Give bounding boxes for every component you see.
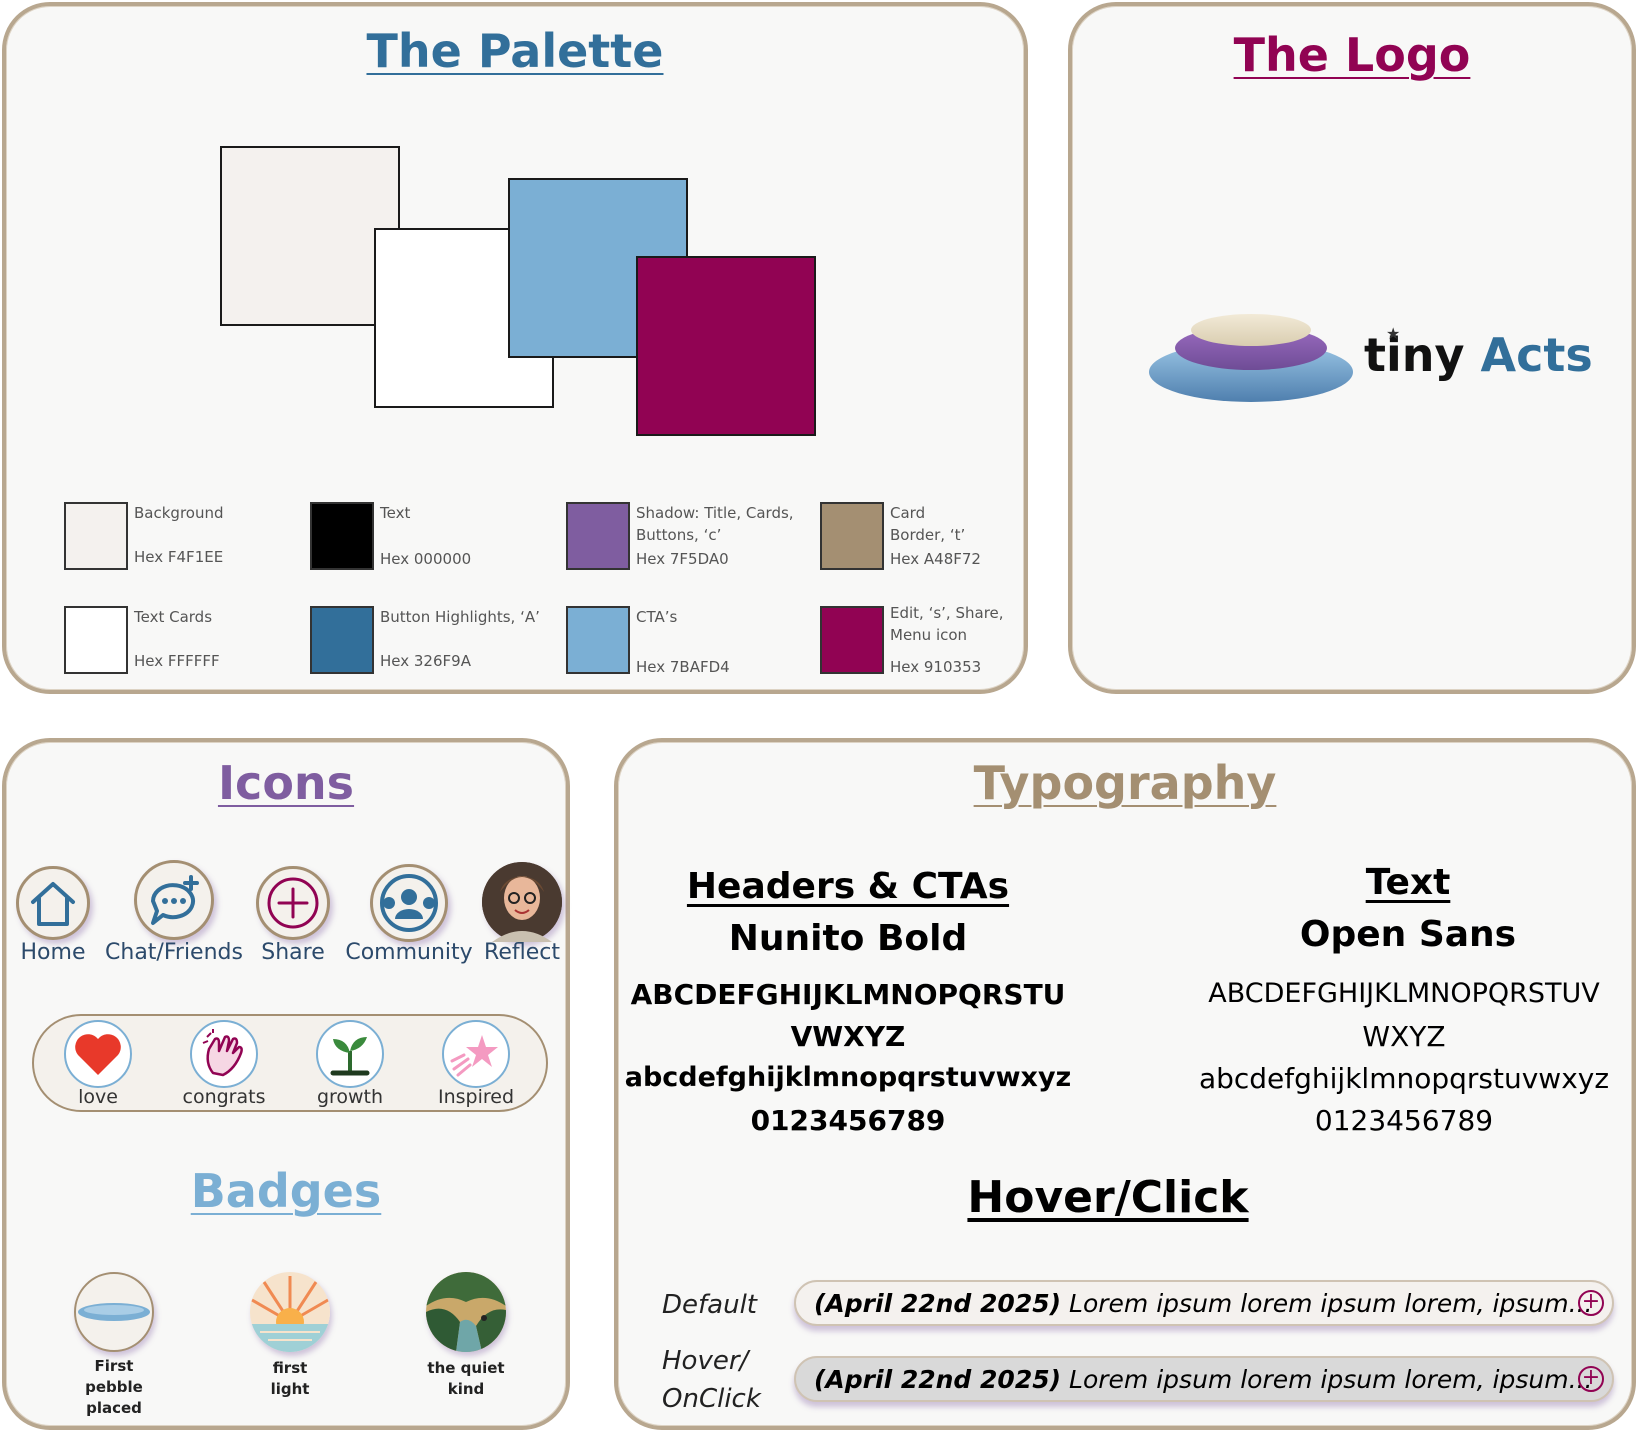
badge-label-first-light-line2: light: [270, 1380, 310, 1398]
swatch-shadow: [566, 502, 630, 570]
swatch-card-border-hex: Hex A48F72: [890, 550, 981, 568]
swatch-text-cards-hex: Hex FFFFFF: [134, 652, 220, 670]
reaction-label-inspired: Inspired: [437, 1086, 515, 1108]
headers-heading: Headers & CTAs: [686, 866, 1010, 907]
text-heading: Text: [1365, 862, 1451, 903]
badge-label-quiet-kind-line1: the quiet: [427, 1359, 505, 1377]
swatch-ctas: [566, 606, 630, 674]
default-state-label: Default: [662, 1290, 757, 1320]
logo-word-tiny: tiny: [1364, 328, 1465, 382]
palette-title: The Palette: [366, 24, 664, 78]
pebble-logo-icon: [1149, 314, 1353, 402]
clapping-hands-icon[interactable]: [190, 1020, 258, 1088]
headers-uppercase-1: ABCDEFGHIJKLMNOPQRSTU: [630, 978, 1066, 1011]
nav-label-reflect: Reflect: [484, 940, 560, 965]
hover-click-heading: Hover/Click: [967, 1172, 1249, 1223]
swatch-card-border-name: Card Border, ‘t’: [890, 504, 966, 544]
logo-title: The Logo: [1233, 28, 1471, 82]
hover-state-label-line1: Hover/: [662, 1346, 749, 1376]
swatch-text-name: Text: [380, 504, 411, 522]
swatch-text-cards-name: Text Cards: [134, 608, 213, 626]
chat-icon[interactable]: [134, 860, 214, 940]
big-swatch-background: [220, 146, 400, 326]
typography-card: Typography Headers & CTAs Nunito Bold AB…: [614, 738, 1636, 1430]
badge-label-first-pebble-line1: First: [94, 1357, 134, 1375]
palette-card: The Palette Background Hex F4F1EE Text H…: [2, 2, 1028, 694]
logo-card: The Logo tiny Acts ★: [1068, 2, 1636, 694]
heart-icon[interactable]: [64, 1020, 132, 1088]
text-font-name: Open Sans: [1299, 914, 1517, 955]
badge-label-quiet-kind: the quiet kind: [406, 1358, 526, 1400]
swatch-ctas-hex: Hex 7BAFD4: [636, 658, 730, 676]
headers-font-name: Nunito Bold: [728, 918, 968, 959]
hover-state-label: Hover/ OnClick: [662, 1342, 761, 1418]
badge-label-first-light: first light: [240, 1358, 340, 1400]
community-icon[interactable]: [370, 864, 448, 942]
nav-label-community: Community: [345, 940, 473, 965]
home-icon[interactable]: [16, 866, 90, 940]
reaction-label-congrats: congrats: [182, 1086, 266, 1108]
entry-default-date: (April 22nd 2025): [814, 1288, 1062, 1318]
big-swatch-accent: [636, 256, 816, 436]
icons-card: Icons Home Chat/Friends Share Community …: [2, 738, 570, 1430]
badge-label-quiet-kind-line2: kind: [447, 1380, 485, 1398]
entry-default-text: Lorem ipsum lorem ipsum lorem, ipsum...: [1069, 1288, 1593, 1318]
swatch-background: [64, 502, 128, 570]
swatch-card-border: [820, 502, 884, 570]
badge-label-first-pebble-line2: pebble: [85, 1378, 143, 1396]
swatch-background-name: Background: [134, 504, 224, 522]
swatch-text-cards: [64, 606, 128, 674]
nav-label-home: Home: [20, 940, 86, 965]
icons-title: Icons: [217, 756, 355, 810]
profile-avatar-icon[interactable]: [482, 862, 562, 942]
headers-lowercase: abcdefghijklmnopqrstuvwxyz: [624, 1062, 1072, 1093]
text-digits: 0123456789: [1314, 1104, 1494, 1137]
nav-label-share: Share: [261, 940, 325, 965]
text-uppercase-1: ABCDEFGHIJKLMNOPQRSTUV: [1208, 978, 1600, 1009]
text-uppercase-2: WXYZ: [1362, 1020, 1446, 1053]
forest-badge-icon: [426, 1272, 506, 1352]
headers-digits: 0123456789: [750, 1104, 946, 1137]
nav-label-chat: Chat/Friends: [105, 940, 243, 965]
reaction-label-growth: growth: [316, 1086, 384, 1108]
badge-label-first-pebble-line3: placed: [86, 1399, 142, 1417]
swatch-text-hex: Hex 000000: [380, 550, 472, 568]
swatch-button-highlights-hex: Hex 326F9A: [380, 652, 471, 670]
logo-word-acts: Acts: [1480, 328, 1593, 382]
star-icon: ★: [1386, 326, 1401, 343]
swatch-button-highlights-name: Button Highlights, ‘A’: [380, 608, 540, 626]
headers-uppercase-2: VWXYZ: [790, 1020, 906, 1053]
swatch-ctas-name: CTA’s: [636, 608, 678, 626]
shooting-star-icon[interactable]: [442, 1020, 510, 1088]
plus-circle-icon[interactable]: [256, 866, 330, 940]
badge-label-first-light-line1: first: [272, 1359, 308, 1377]
swatch-edit-share-name: Edit, ‘s’, Share, Menu icon: [890, 604, 1004, 644]
entry-hover-date: (April 22nd 2025): [814, 1364, 1062, 1394]
badges-title: Badges: [190, 1164, 382, 1218]
entry-hover-text: Lorem ipsum lorem ipsum lorem, ipsum...: [1069, 1364, 1593, 1394]
swatch-shadow-hex: Hex 7F5DA0: [636, 550, 729, 568]
entry-hover[interactable]: (April 22nd 2025) Lorem ipsum lorem ipsu…: [794, 1356, 1614, 1402]
reaction-label-love: love: [78, 1086, 118, 1108]
add-entry-icon[interactable]: +: [1578, 1290, 1604, 1316]
swatch-text: [310, 502, 374, 570]
badge-label-first-pebble: First pebble placed: [64, 1356, 164, 1419]
swatch-button-highlights: [310, 606, 374, 674]
sunrise-badge-icon: [250, 1272, 330, 1352]
sprout-icon[interactable]: [316, 1020, 384, 1088]
pebble-badge-icon: [74, 1272, 154, 1352]
logo-wordmark: tiny Acts: [1364, 328, 1593, 382]
swatch-edit-share: [820, 606, 884, 674]
add-entry-hover-icon[interactable]: +: [1578, 1366, 1604, 1392]
swatch-edit-share-hex: Hex 910353: [890, 658, 982, 676]
swatch-background-hex: Hex F4F1EE: [134, 548, 224, 566]
typography-title: Typography: [973, 756, 1277, 810]
entry-default[interactable]: (April 22nd 2025) Lorem ipsum lorem ipsu…: [794, 1280, 1614, 1326]
hover-state-label-line2: OnClick: [662, 1384, 761, 1414]
swatch-shadow-name: Shadow: Title, Cards, Buttons, ‘c’: [636, 504, 794, 544]
text-lowercase: abcdefghijklmnopqrstuvwxyz: [1198, 1062, 1610, 1095]
